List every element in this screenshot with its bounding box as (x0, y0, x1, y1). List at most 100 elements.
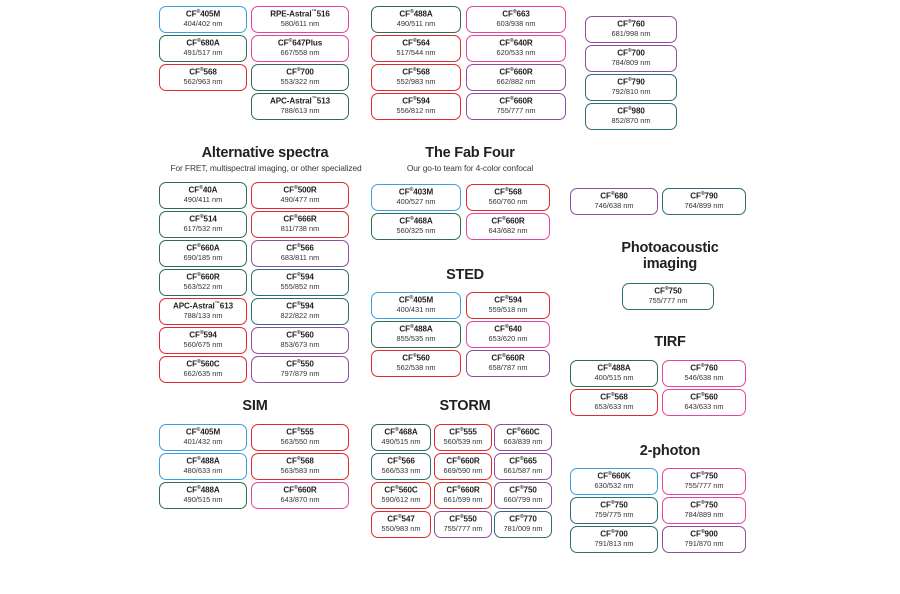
trademark-icon: ® (409, 323, 414, 330)
dye-wavelengths: 566/533 nm (381, 466, 421, 476)
dye-name: CF®488A (597, 362, 631, 373)
trademark-icon: ® (196, 242, 201, 249)
dye-wavelengths: 559/518 nm (488, 305, 528, 315)
trademark-icon: ® (296, 271, 301, 278)
trademark-icon: ® (394, 484, 399, 491)
dye-name: CF®547 (387, 513, 415, 524)
trademark-icon: ® (293, 184, 298, 191)
dye-name: APC-Astral™613 (172, 300, 234, 311)
trademark-icon: ® (199, 66, 204, 73)
tirf-title: TIRF (654, 334, 686, 350)
dye-wavelengths: 661/587 nm (503, 466, 543, 476)
fab-four-title: The Fab Four (425, 145, 515, 161)
dye-name: CF®660R (491, 352, 525, 363)
trademark-icon: ® (412, 352, 417, 359)
trademark-icon: ® (199, 213, 204, 220)
dye-name: CF®760 (690, 362, 718, 373)
trademark-icon: ® (296, 426, 301, 433)
dye-wavelengths: 855/535 nm (396, 334, 436, 344)
dye-wavelengths: 490/515 nm (381, 437, 421, 447)
trademark-icon: ® (627, 47, 632, 54)
trademark-icon: ® (397, 455, 402, 462)
